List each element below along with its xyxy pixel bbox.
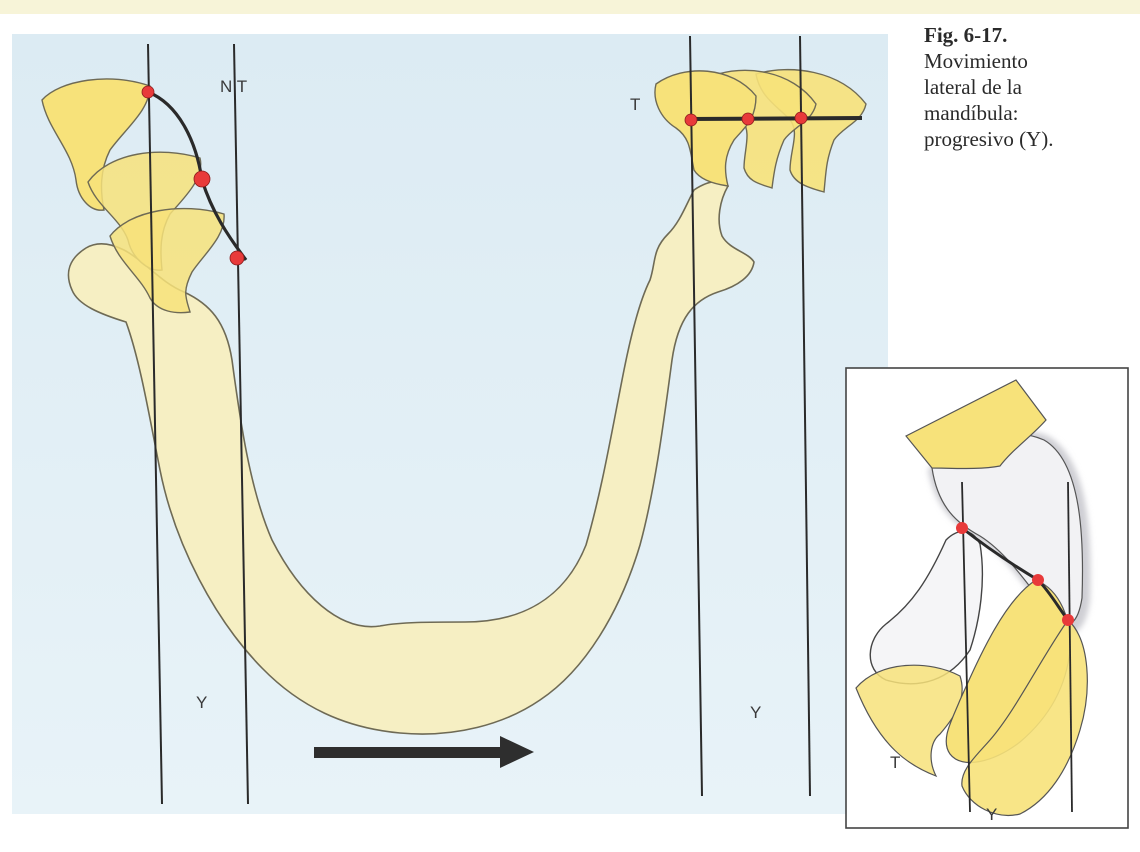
caption-line-2: lateral de la	[924, 75, 1022, 99]
inset-vertical-line-1	[961, 481, 971, 813]
contact-points	[141, 85, 808, 266]
left-condyle-3	[109, 207, 225, 314]
direction-arrow	[314, 736, 534, 768]
reference-lines	[147, 35, 811, 805]
contact-point-right-3	[794, 111, 808, 125]
inset-condyle-yellow-1	[855, 664, 963, 778]
inset-label-t: T	[890, 753, 900, 772]
inset-detail: T Y	[845, 367, 1129, 829]
left-condyle-group	[41, 78, 225, 314]
figure-caption: Fig. 6-17. Movimiento lateral de la mand…	[924, 22, 1124, 152]
contact-point-left-3	[229, 250, 245, 266]
right-condyle-trajectory	[687, 116, 863, 121]
right-condyle-group	[654, 68, 867, 193]
arrow-head	[500, 736, 534, 768]
inset-contact-point-2	[1032, 574, 1044, 586]
inset-contact-point-1	[956, 522, 968, 534]
contact-point-right-2	[741, 112, 755, 126]
caption-line-1: Movimiento	[924, 49, 1028, 73]
inset-label-y: Y	[986, 805, 997, 824]
vertical-line-left-nt	[233, 43, 249, 805]
contact-point-right-1	[684, 113, 698, 127]
inset-contact-point-3	[1062, 614, 1074, 626]
label-y-left: Y	[196, 693, 207, 712]
contact-point-left-1	[141, 85, 155, 99]
caption-line-3: mandíbula:	[924, 101, 1019, 125]
caption-line-4: progresivo (Y).	[924, 127, 1054, 151]
vertical-line-right-2	[799, 35, 811, 797]
label-y-right: Y	[750, 703, 761, 722]
vertical-line-right-1	[689, 35, 703, 797]
right-condyle-1	[654, 70, 757, 187]
inset-condyle-yellow-3	[961, 619, 1088, 816]
label-nt: N T	[220, 77, 247, 96]
inset-vertical-line-2	[1067, 481, 1073, 813]
caption-title: Fig. 6-17.	[924, 23, 1008, 47]
vertical-line-left-y	[147, 43, 163, 805]
inset-upper-block	[905, 379, 1047, 470]
contact-point-left-2	[193, 170, 211, 188]
label-t-right: T	[630, 95, 640, 114]
arrow-shaft	[314, 747, 510, 758]
